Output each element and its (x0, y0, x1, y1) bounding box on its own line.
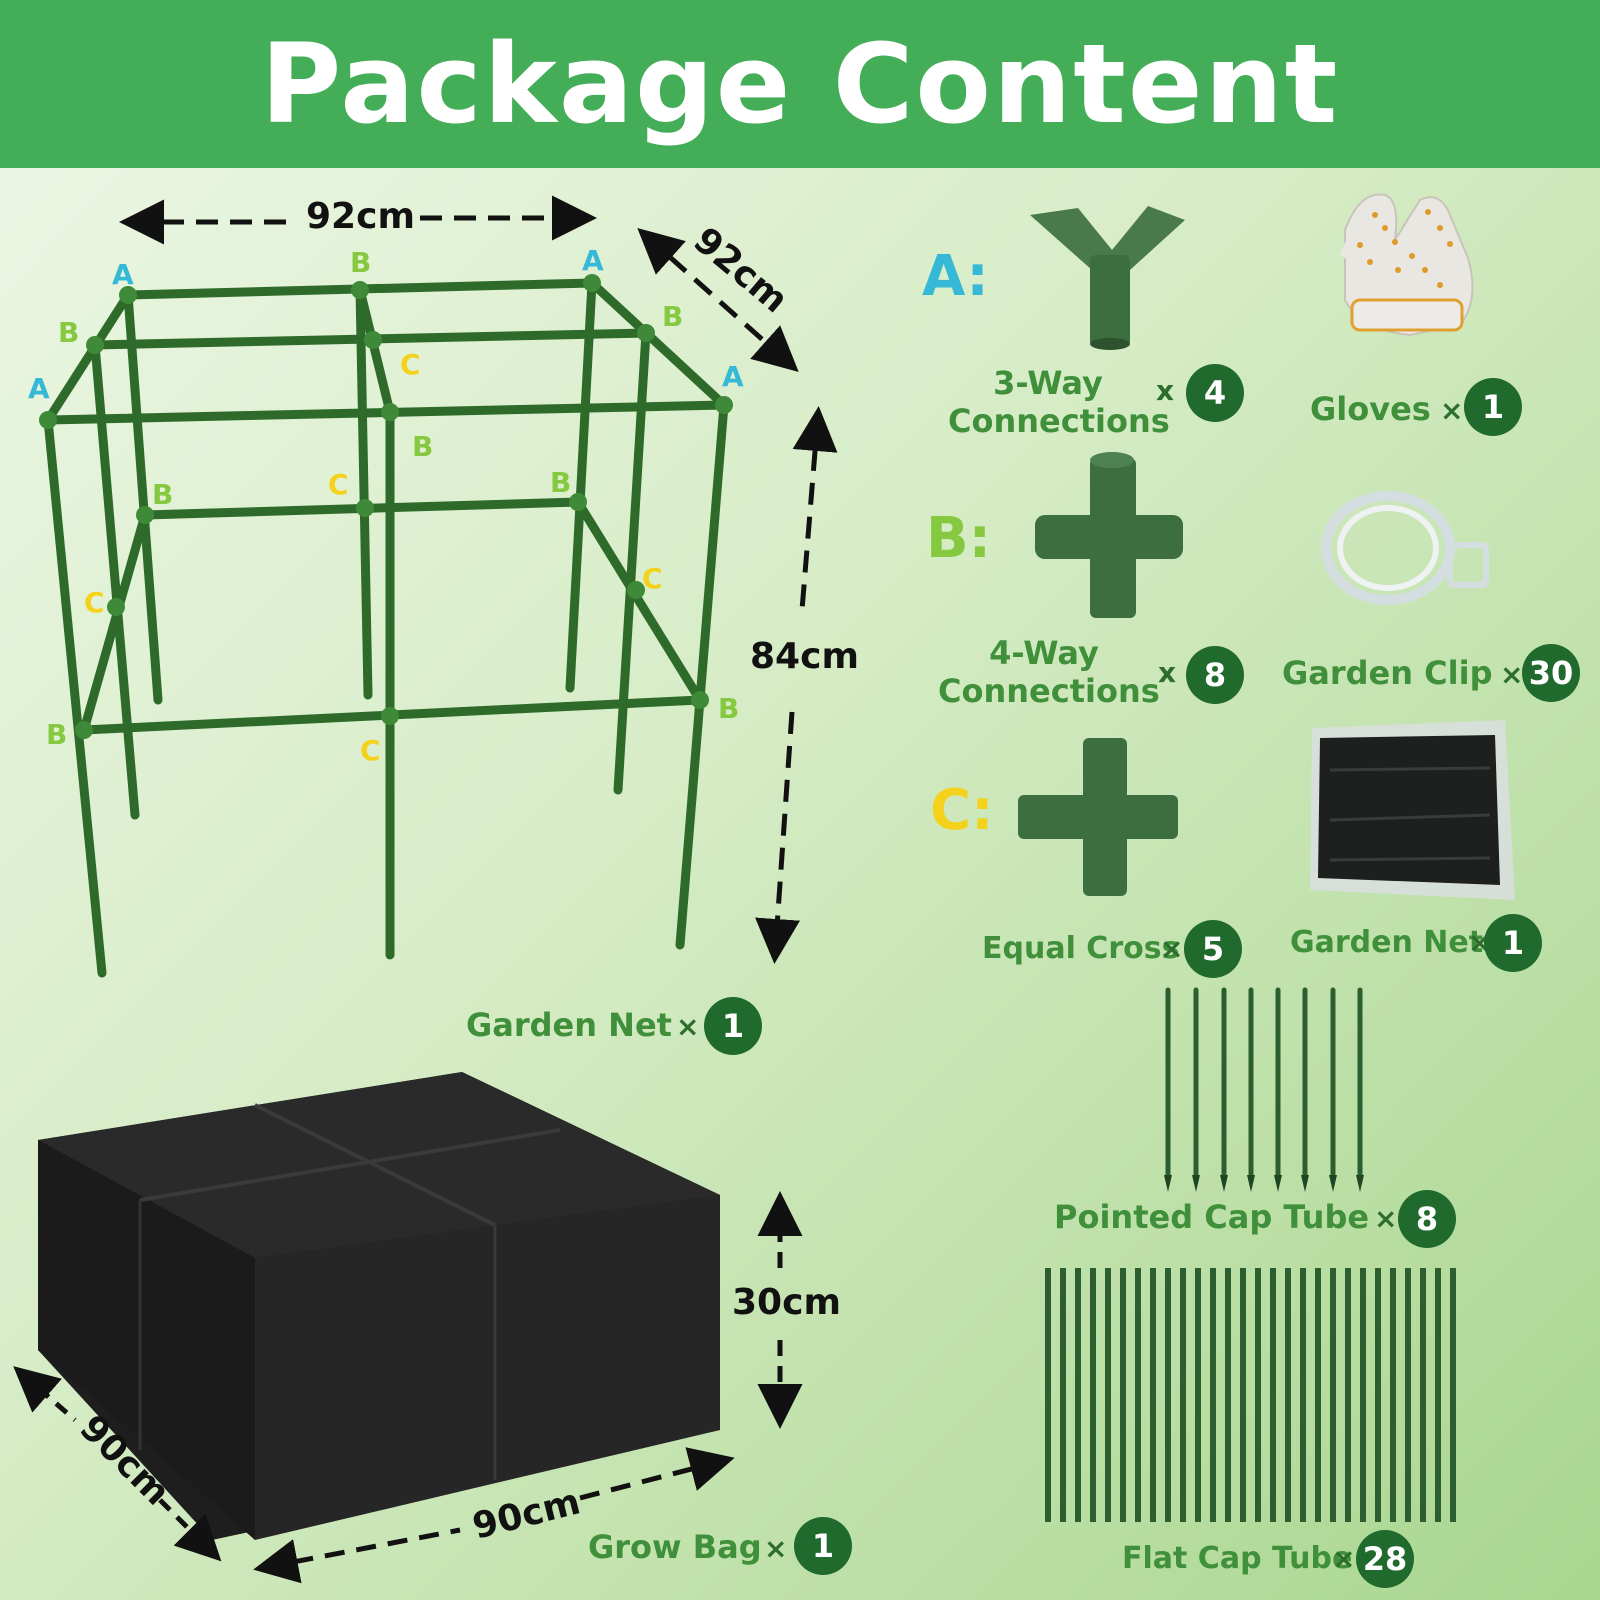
frame-letter-c: C (84, 586, 105, 619)
frame-letter-b: B (58, 316, 80, 349)
frame-height-dimension: 84cm (750, 636, 859, 677)
page-title: Package Content (260, 20, 1340, 148)
three-way-label: 3-Way Connections (948, 364, 1170, 440)
garden-clip-image (1321, 491, 1489, 605)
four-way-times: x (1158, 656, 1177, 689)
equal-cross-label: Equal Cross (982, 931, 1180, 966)
frame-net-qty-badge: 1 (704, 997, 762, 1055)
frame-letter-a: A (28, 372, 50, 405)
frame-net-label: Garden Net (466, 1006, 672, 1044)
flat-cap-tube-label: Flat Cap Tube (1122, 1541, 1353, 1576)
flat-cap-tube-times: × (1332, 1542, 1356, 1575)
frame-letter-a: A (722, 360, 744, 393)
pointed-cap-tubes (1165, 987, 1363, 1178)
frame-letter-b: B (152, 478, 174, 511)
garden-clip-times: × (1500, 658, 1524, 691)
gloves-qty-badge: 1 (1464, 378, 1522, 436)
header-banner: Package Content (0, 0, 1600, 168)
garden-net-label: Garden Net (1290, 925, 1484, 960)
frame-letter-b: B (350, 246, 372, 279)
frame-trellis (43, 278, 729, 978)
three-way-qty-badge: 4 (1186, 364, 1244, 422)
connector-key-c: C: (930, 778, 994, 843)
frame-net-times: × (676, 1010, 700, 1043)
frame-letter-b: B (550, 466, 572, 499)
three-way-label-line2: Connections (948, 402, 1170, 440)
grow-bag-times: × (764, 1532, 788, 1565)
equal-cross-connector-image (1018, 738, 1178, 896)
gloves-image (1340, 193, 1474, 337)
flat-cap-tube-qty-badge: 28 (1356, 1530, 1414, 1588)
garden-clip-qty-badge: 30 (1522, 644, 1580, 702)
grow-bag-label: Grow Bag (588, 1528, 762, 1566)
frame-letter-c: C (360, 734, 381, 767)
frame-letter-c: C (400, 348, 421, 381)
gloves-label: Gloves (1310, 390, 1431, 428)
frame-letter-a: A (112, 258, 134, 291)
four-way-qty-badge: 8 (1186, 646, 1244, 704)
equal-cross-times: × (1160, 932, 1184, 965)
pointed-cap-tube-times: × (1374, 1202, 1398, 1235)
grow-bag-height-dimension: 30cm (732, 1282, 841, 1323)
garden-clip-label: Garden Clip (1282, 654, 1493, 692)
three-way-label-line1: 3-Way (993, 364, 1103, 402)
frame-joints (39, 274, 733, 739)
connector-key-b: B: (926, 506, 992, 571)
three-way-connector-image (1030, 206, 1185, 350)
three-way-times: x (1156, 374, 1175, 407)
frame-letter-b: B (412, 430, 434, 463)
four-way-label-line2: Connections (938, 672, 1160, 710)
frame-letter-a: A (582, 244, 604, 277)
four-way-label: 4-Way Connections (938, 634, 1160, 710)
connector-key-a: A: (922, 244, 989, 309)
pointed-cap-tube-label: Pointed Cap Tube (1054, 1198, 1370, 1236)
gloves-times: × (1440, 394, 1464, 427)
frame-letter-c: C (328, 468, 349, 501)
frame-letter-c: C (642, 562, 663, 595)
grow-bag-qty-badge: 1 (794, 1517, 852, 1575)
garden-net-qty-badge: 1 (1484, 914, 1542, 972)
pointed-cap-tube-qty-badge: 8 (1398, 1190, 1456, 1248)
packaged-garden-net-image (1310, 720, 1515, 900)
pointed-cap-tips (1164, 1175, 1364, 1192)
frame-width-dimension: 92cm (306, 196, 415, 237)
frame-letter-b: B (662, 300, 684, 333)
frame-letter-b: B (718, 692, 740, 725)
grow-bag (38, 1072, 720, 1540)
four-way-label-line1: 4-Way (989, 634, 1099, 672)
equal-cross-qty-badge: 5 (1184, 920, 1242, 978)
flat-cap-tubes (1045, 1268, 1456, 1522)
frame-letter-b: B (46, 718, 68, 751)
four-way-connector-image (1035, 452, 1183, 618)
